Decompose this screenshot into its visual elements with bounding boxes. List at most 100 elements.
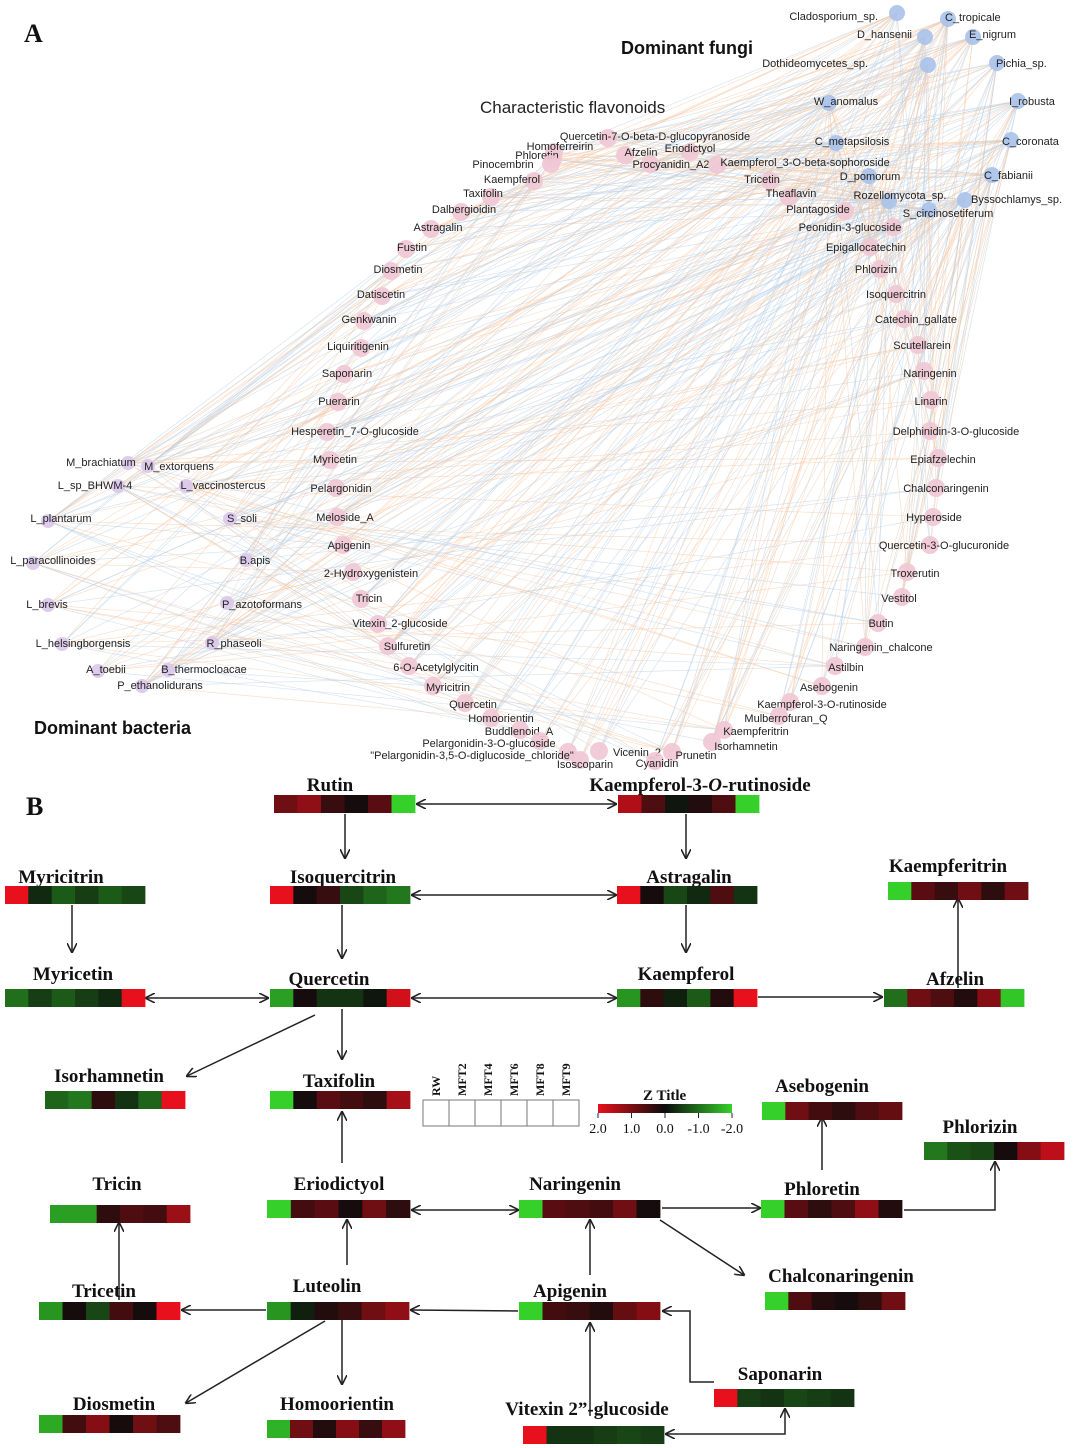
network-edge xyxy=(229,139,1012,520)
compound-isoquercitrin: Isoquercitrin xyxy=(270,867,411,904)
network-edge xyxy=(864,18,949,648)
flavonoid-node-label: Procyanidin_A2 xyxy=(632,159,709,171)
heatmap-cell-rw xyxy=(39,1415,63,1433)
bacterium-node-l-plantarum: L_plantarum xyxy=(30,513,92,528)
network-edge xyxy=(360,199,966,349)
flavonoid-node-marker xyxy=(616,146,634,164)
heatmap-cell-mft8 xyxy=(359,1420,383,1438)
network-edge xyxy=(654,36,926,762)
network-edge xyxy=(377,174,993,625)
bacterium-node-p-ethanolidurans: P_ethanolidurans xyxy=(117,679,203,693)
network-edge xyxy=(552,62,998,160)
heatmap-cell-mft6 xyxy=(336,1420,360,1438)
network-edge xyxy=(711,64,929,743)
heatmap-cell-mft6 xyxy=(835,1292,859,1310)
heatmap-cell-rw xyxy=(267,1420,291,1438)
heatmap-cell-mft2 xyxy=(290,1420,314,1438)
flavonoid-node-marker xyxy=(379,637,397,655)
network-edge xyxy=(32,562,434,687)
flavonoid-node-marker xyxy=(424,677,442,695)
compound-label: Afzelin xyxy=(926,969,984,990)
network-edge xyxy=(464,102,830,704)
flavonoid-node-marker xyxy=(927,479,945,497)
fungus-node-marker xyxy=(828,135,844,151)
heatmap-cell-mft9 xyxy=(636,1302,661,1320)
flavonoid-node-6-o-acetylglycitin: 6-O-Acetylglycitin xyxy=(393,657,479,675)
compound-heatmap xyxy=(39,1415,181,1433)
compound-label: Kaempferol xyxy=(638,964,735,985)
flavonoid-node-label: Quercetin-3-O-glucuronide xyxy=(879,540,1009,552)
flavonoid-node-pinocembrin: Pinocembrin xyxy=(472,155,560,173)
legend-column-rw: RW xyxy=(429,1076,443,1096)
heatmap-cell-mft9 xyxy=(733,989,758,1007)
network-edge xyxy=(32,373,345,564)
compound-label-part: Isoquercitrin xyxy=(290,867,397,888)
compound-heatmap xyxy=(617,989,758,1007)
heatmap-cell-mft6 xyxy=(115,1091,139,1109)
compound-label-part: Tricin xyxy=(92,1174,142,1195)
network-edge xyxy=(147,401,339,467)
compound-heatmap xyxy=(618,795,760,813)
network-edge xyxy=(167,669,434,687)
flavonoid-node-label: Epigallocatechin xyxy=(826,242,906,254)
network-edge xyxy=(61,643,521,731)
compound-heatmap xyxy=(45,1091,186,1109)
flavonoid-node-marker xyxy=(373,287,391,305)
legend-tick-label: 0.0 xyxy=(656,1122,674,1137)
flavonoid-node-label: Sulfuretin xyxy=(384,641,430,653)
compound-heatmap xyxy=(270,886,411,904)
legend-color-scale xyxy=(598,1104,732,1113)
flavonoid-node-label: Hesperetin_7-O-glucoside xyxy=(291,426,419,438)
compound-label-part: Tricetin xyxy=(72,1281,136,1302)
network-edge xyxy=(381,62,998,297)
network-edge xyxy=(711,18,949,743)
network-edge xyxy=(47,295,383,522)
flavonoid-node-marker xyxy=(352,590,370,608)
network-edge xyxy=(937,62,998,459)
heatmap-cell-mft6 xyxy=(994,1142,1018,1160)
flavonoid-node-eriodictyol: Eriodictyol xyxy=(665,143,715,161)
flavonoid-node-marker xyxy=(915,362,933,380)
flavonoid-node-label: Pinocembrin xyxy=(472,159,533,171)
network-edge xyxy=(326,139,1012,433)
flavonoid-node-marker xyxy=(400,657,418,675)
fungus-node-marker xyxy=(917,29,933,45)
heatmap-cell-mft6 xyxy=(109,1415,134,1433)
flavonoid-node-marker xyxy=(780,188,798,206)
network-edge xyxy=(711,36,926,743)
flavonoid-node-marker xyxy=(369,615,387,633)
flavonoid-node-prunetin: Prunetin xyxy=(663,743,716,762)
flavonoid-node-asebogenin: Asebogenin xyxy=(800,677,858,695)
heatmap-cell-mft9 xyxy=(1000,989,1025,1007)
network-edge xyxy=(47,520,389,647)
flavonoid-node-marker xyxy=(599,129,617,147)
compound-label-part: O xyxy=(708,775,722,796)
network-edge xyxy=(377,142,837,625)
flavonoid-node-myricitrin: Myricitrin xyxy=(424,677,470,695)
flavonoid-node-label: Epiafzelechin xyxy=(910,454,975,466)
flavonoid-node-troxerutin: Troxerutin xyxy=(890,563,940,581)
compound-label: Phlorizin xyxy=(943,1117,1018,1138)
network-edge xyxy=(723,102,830,731)
compound-label-part: Taxifolin xyxy=(303,1071,376,1092)
network-edge xyxy=(430,12,898,230)
compound-heatmap xyxy=(50,1205,191,1223)
network-edge xyxy=(464,62,998,704)
heatmap-cell-mft2 xyxy=(785,1102,810,1120)
bacterium-node-marker xyxy=(55,637,69,651)
flavonoid-node-marker xyxy=(511,721,529,739)
heatmap-cell-mft2 xyxy=(68,1091,93,1109)
flavonoid-node-marker xyxy=(781,693,799,711)
flavonoid-node-marker xyxy=(328,508,346,526)
network-edge xyxy=(127,401,339,464)
compound-label-part: Eriodictyol xyxy=(294,1174,385,1195)
flavonoid-node-marker xyxy=(355,312,373,330)
network-edge xyxy=(229,518,879,624)
flavonoid-node-marker xyxy=(531,732,549,750)
network-edge xyxy=(654,100,1019,762)
network-edge xyxy=(387,36,974,647)
flavonoid-node-label: Phlorizin xyxy=(855,264,897,276)
network-edge xyxy=(552,102,830,160)
flavonoid-node-marker xyxy=(456,694,474,712)
